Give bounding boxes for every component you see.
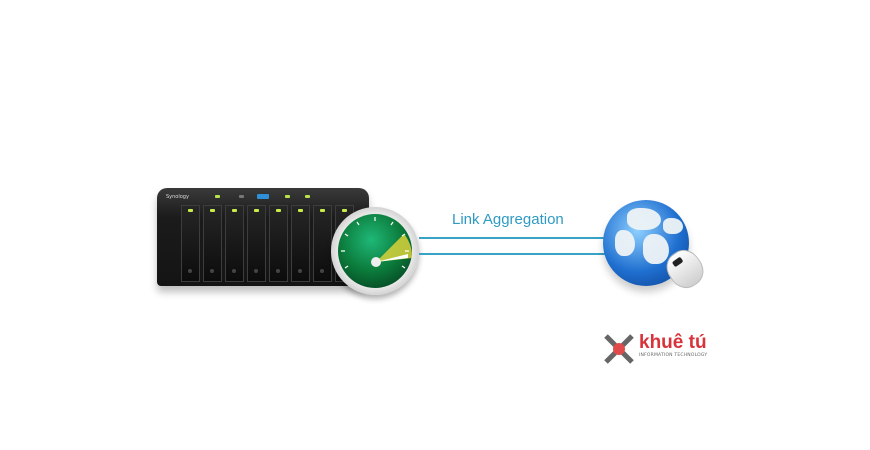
drive-bay xyxy=(313,205,332,282)
logo-name: khuê tú xyxy=(639,332,707,353)
drive-bay xyxy=(291,205,310,282)
drive-bay xyxy=(225,205,244,282)
drive-bay xyxy=(247,205,266,282)
usb-port-icon xyxy=(257,194,269,199)
gauge-needle-icon xyxy=(341,217,412,269)
drive-bay xyxy=(181,205,200,282)
nas-device: Synology xyxy=(157,188,369,286)
link-aggregation-label: Link Aggregation xyxy=(452,211,564,228)
watermark-logo: khuê tú INFORMATION TECHNOLOGY xyxy=(603,333,707,365)
status-led xyxy=(285,195,290,198)
gauge-hub xyxy=(371,257,381,267)
drive-bay xyxy=(203,205,222,282)
status-led xyxy=(215,195,220,198)
gauge-face xyxy=(338,214,412,288)
drive-bays xyxy=(181,205,354,282)
logo-x-icon xyxy=(604,334,634,364)
logo-subtitle: INFORMATION TECHNOLOGY xyxy=(639,353,708,358)
nas-brand-label: Synology xyxy=(166,194,189,200)
speedometer-icon xyxy=(331,207,419,295)
status-led xyxy=(305,195,310,198)
link-line-1 xyxy=(419,237,609,239)
drive-bay xyxy=(269,205,288,282)
status-led xyxy=(239,195,244,198)
link-line-2 xyxy=(419,253,609,255)
